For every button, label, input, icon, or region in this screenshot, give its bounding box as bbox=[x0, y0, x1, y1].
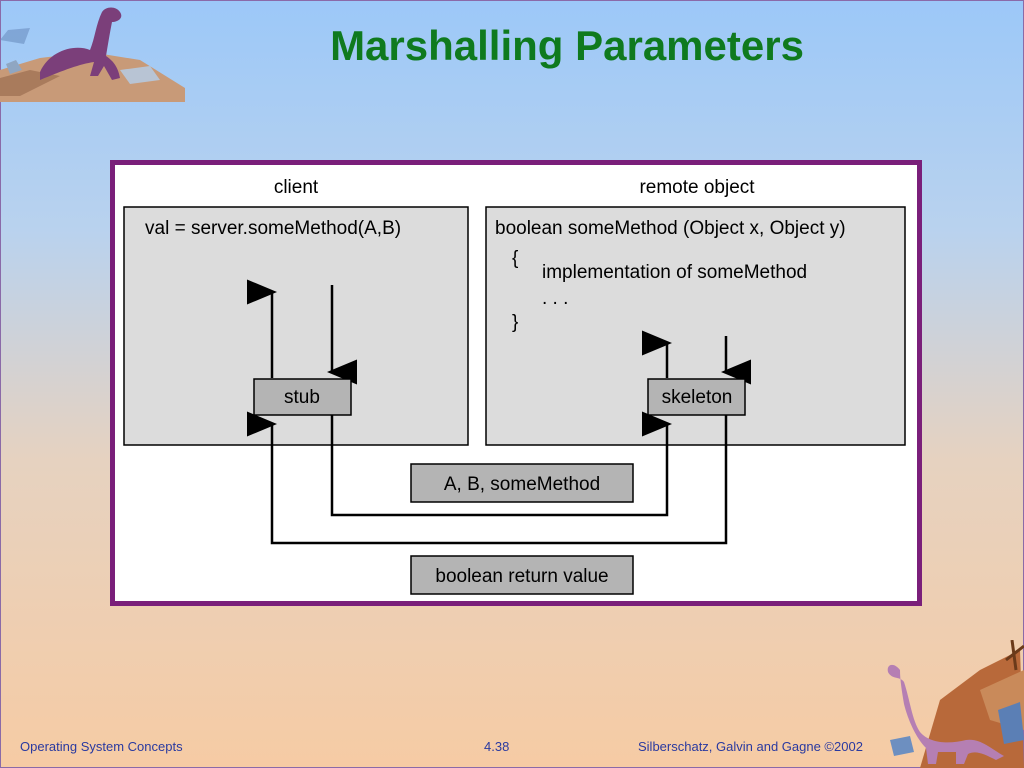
response-message-box bbox=[410, 555, 634, 595]
skeleton-box bbox=[647, 378, 746, 416]
footer-page-number: 4.38 bbox=[484, 739, 510, 754]
request-message-box bbox=[410, 463, 634, 503]
response-path-arrow bbox=[247, 411, 728, 545]
remote-object-label: remote object bbox=[639, 177, 755, 198]
skeleton-label: skeleton bbox=[662, 387, 733, 408]
dinosaur-bottom-right-image bbox=[887, 640, 1024, 768]
remote-signature-text: boolean someMethod (Object x, Object y) bbox=[495, 218, 846, 239]
footer-course-title: Operating System Concepts bbox=[20, 739, 183, 754]
stub-box bbox=[253, 378, 352, 416]
client-label: client bbox=[274, 177, 319, 198]
stub-label: stub bbox=[284, 387, 320, 408]
request-message-label: A, B, someMethod bbox=[444, 474, 600, 495]
remote-ellipsis-text: . . . bbox=[542, 288, 568, 309]
remote-close-brace: } bbox=[512, 312, 518, 333]
slide-title: Marshalling Parameters bbox=[330, 22, 804, 69]
client-code-text: val = server.someMethod(A,B) bbox=[145, 218, 401, 239]
request-path-arrow bbox=[330, 411, 672, 517]
footer-copyright: Silberschatz, Galvin and Gagne ©2002 bbox=[638, 739, 863, 754]
response-message-label: boolean return value bbox=[435, 566, 608, 587]
remote-open-brace: { bbox=[512, 248, 519, 269]
remote-implementation-text: implementation of someMethod bbox=[542, 262, 807, 283]
dinosaur-top-left-image bbox=[0, 7, 185, 102]
